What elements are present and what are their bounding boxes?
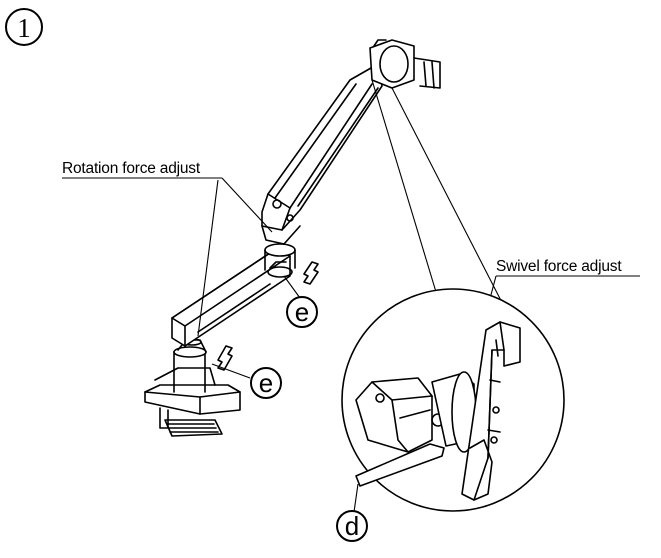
lower-arm [171,248,291,347]
upper-e-leader [283,275,301,299]
swivel-force-label: Swivel force adjust [496,258,622,275]
d-leader [353,483,359,513]
callout-d-label: d [345,511,359,541]
rotation-leader-lower [197,179,219,337]
callout-upper-e-label: e [295,297,309,327]
upper-arm [261,63,383,245]
callout-lower-e: e [250,367,282,399]
rotation-force-label: Rotation force adjust [62,160,201,177]
elbow-joint [264,243,296,278]
detail-view [341,288,565,512]
vesa-head [369,39,441,89]
step-number-badge: 1 [5,8,43,46]
lower-allen-key [217,345,233,371]
callout-upper-e: e [286,296,318,328]
callout-lower-e-label: e [259,368,273,398]
detail-connector-left [371,79,437,293]
vertical-post [173,338,207,393]
lower-e-leader [211,363,251,379]
rotation-leader-upper [221,177,273,233]
desk-clamp [144,367,241,437]
upper-allen-key [303,261,319,285]
callout-d: d [336,510,368,542]
step-number: 1 [17,13,31,43]
monitor-arm-drawing [144,39,441,437]
